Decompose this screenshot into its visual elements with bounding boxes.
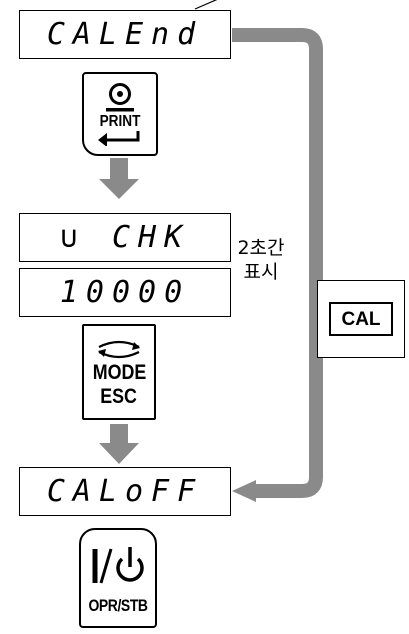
display-unit-check: ∪ CHK (19, 213, 231, 262)
mode-key-label: MODE (92, 360, 146, 384)
cal-key-label: CAL (341, 308, 381, 330)
enter-arrow-icon (98, 130, 140, 146)
display-value: 10000 (19, 268, 231, 317)
down-arrow-2-shaft (110, 424, 128, 444)
esc-key-label: ESC (100, 384, 138, 408)
opr-stb-key-label: OPR/STB (88, 595, 148, 615)
opr-stb-key[interactable]: OPR/STB (79, 528, 157, 628)
scale-pan-icon (106, 82, 134, 111)
display-cal-end: CALEnd (19, 10, 231, 59)
cal-key-inner: CAL (329, 302, 393, 336)
down-arrow-1-head (99, 179, 139, 199)
down-arrow-2-head (99, 443, 139, 464)
down-arrow-1-shaft (110, 158, 128, 180)
display-cal-end-text: CALEnd (46, 17, 204, 52)
display-cal-off-text: CALoFF (46, 474, 204, 509)
display-unit-check-text: ∪ CHK (59, 220, 191, 255)
bypass-arrow-path (232, 28, 323, 498)
display-value-text: 10000 (59, 275, 191, 310)
display-duration-note: 2초간 표시 (230, 236, 292, 284)
display-duration-note-line2: 표시 (243, 261, 279, 283)
print-key-label: PRINT (99, 112, 141, 130)
cycle-arrows-icon (98, 340, 140, 358)
incoming-pointer-line (194, 0, 218, 10)
bypass-arrow-head (232, 480, 256, 502)
mode-esc-key[interactable]: MODE ESC (82, 324, 156, 420)
display-cal-off: CALoFF (19, 467, 231, 516)
display-duration-note-line1: 2초간 (237, 237, 285, 259)
cal-key[interactable]: CAL (317, 280, 405, 358)
print-key[interactable]: PRINT (82, 72, 158, 156)
power-icon (92, 546, 144, 583)
